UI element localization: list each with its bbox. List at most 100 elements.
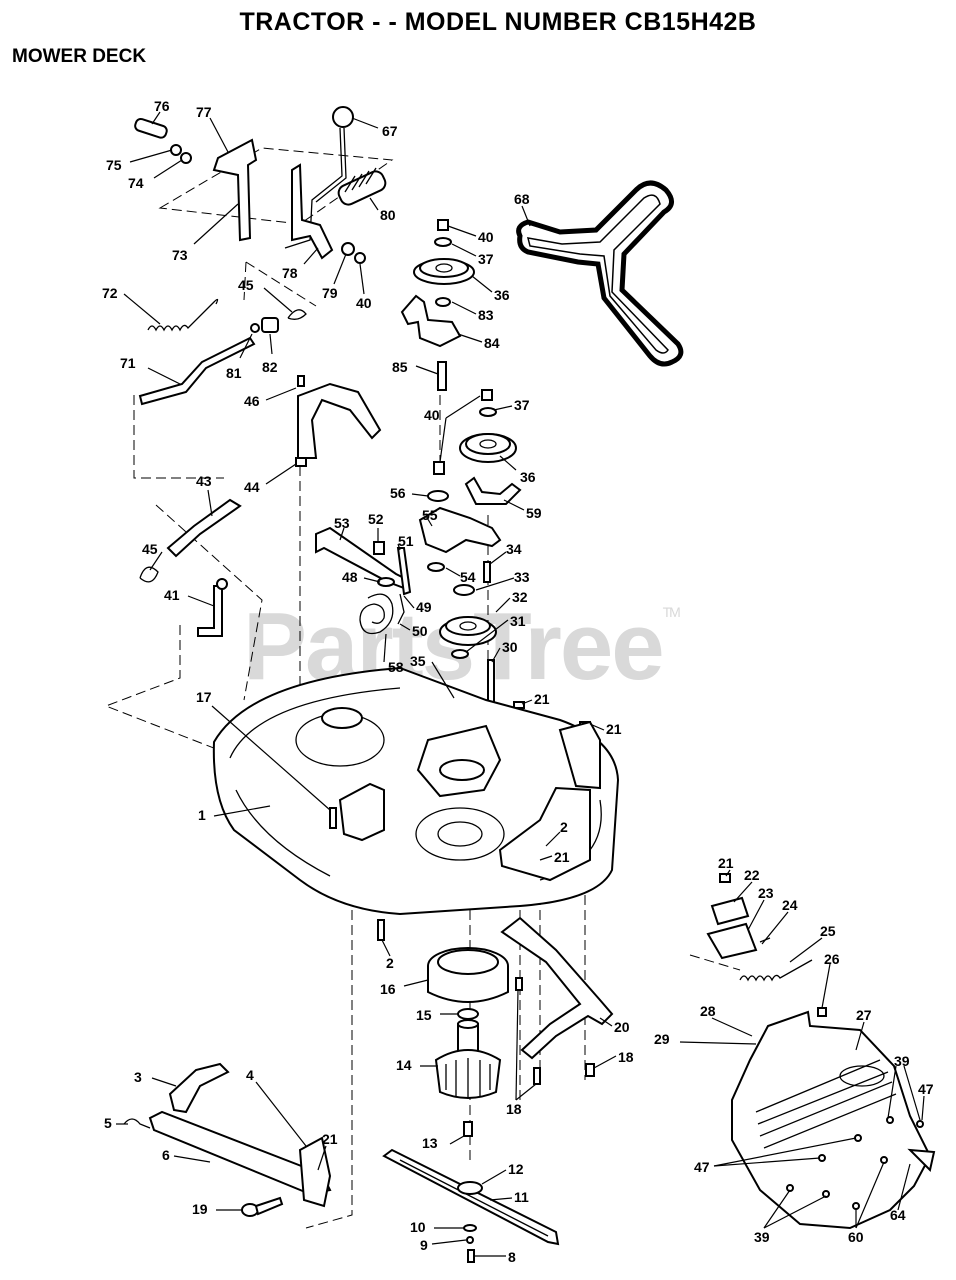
callout: 5	[104, 1115, 112, 1131]
key-13	[463, 1121, 473, 1137]
guide-line	[243, 261, 317, 307]
bolt-52	[373, 541, 385, 555]
bolt-18c	[533, 1067, 541, 1085]
bolt-8	[467, 1249, 475, 1263]
bolt-18a	[515, 977, 523, 991]
callout: 36	[494, 287, 510, 303]
callout: 76	[154, 98, 170, 114]
callout: 21	[534, 691, 550, 707]
link-82	[261, 317, 279, 333]
bolt-85	[437, 361, 447, 391]
callout: 67	[382, 123, 398, 139]
callout: 25	[820, 923, 836, 939]
washer-31	[451, 649, 469, 659]
callout-labels: 76 77 75 74 73 67 80 78 79 40 68 40 37 3…	[102, 98, 934, 1265]
callout: 37	[514, 397, 530, 413]
bearing-15	[457, 1008, 479, 1020]
grip-80	[337, 167, 387, 206]
callout: 39	[754, 1229, 770, 1245]
callout: 53	[334, 515, 350, 531]
callout: 29	[654, 1031, 670, 1047]
nut-21c	[719, 873, 731, 883]
adapter-12	[457, 1181, 483, 1195]
callout: 54	[460, 569, 476, 585]
callout: 27	[856, 1007, 872, 1023]
bracket-53	[315, 526, 410, 590]
callout: 68	[514, 191, 530, 207]
callout: 1	[198, 807, 206, 823]
callout: 60	[848, 1229, 864, 1245]
guide-line	[104, 625, 225, 753]
callout: 47	[918, 1081, 934, 1097]
callout: 84	[484, 335, 500, 351]
callout: 16	[380, 981, 396, 997]
bolt-34	[483, 561, 491, 583]
washer-79	[341, 242, 355, 256]
callout: 21	[322, 1131, 338, 1147]
bracket-23	[706, 922, 758, 960]
callout: 20	[614, 1019, 630, 1035]
washer-9	[466, 1236, 474, 1244]
bolt-44	[295, 457, 307, 467]
callout: 6	[162, 1147, 170, 1163]
callout: 80	[380, 207, 396, 223]
lift-handle-67	[284, 106, 354, 260]
lift-arm-20	[500, 916, 614, 1060]
callout: 47	[694, 1159, 710, 1175]
callout: 45	[142, 541, 158, 557]
clip-45	[287, 309, 307, 320]
callout: 36	[520, 469, 536, 485]
callout: 21	[606, 721, 622, 737]
callout: 75	[106, 157, 122, 173]
bolt-46	[297, 375, 305, 387]
guide-line	[133, 395, 224, 479]
spring-49	[397, 593, 405, 625]
bolt-19	[241, 1196, 284, 1217]
callout: 40	[478, 229, 494, 245]
rod-29	[679, 1041, 757, 1045]
bolt-2	[377, 919, 385, 941]
callout: 83	[478, 307, 494, 323]
lift-pin-76	[134, 117, 192, 164]
callout: 13	[422, 1135, 438, 1151]
drive-belt-68-inner	[526, 194, 669, 354]
callout: 15	[416, 1007, 432, 1023]
callout: 46	[244, 393, 260, 409]
callout: 78	[282, 265, 298, 281]
callout: 49	[416, 599, 432, 615]
washer-10	[463, 1224, 477, 1232]
callout: 11	[514, 1189, 529, 1205]
spring-72	[147, 298, 219, 332]
callout: 23	[758, 885, 774, 901]
callout: 73	[172, 247, 188, 263]
callout: 82	[262, 359, 278, 375]
bushing-81	[250, 323, 260, 333]
bracket-6	[148, 1110, 332, 1196]
callout: 72	[102, 285, 118, 301]
bolt-30	[487, 659, 495, 705]
callout: 77	[196, 104, 212, 120]
callout: 35	[410, 653, 426, 669]
callout: 30	[502, 639, 518, 655]
callout: 43	[196, 473, 212, 489]
idler-pulley-36a	[413, 219, 475, 307]
hanger-3	[168, 1062, 230, 1114]
bolt-18b	[585, 1063, 595, 1077]
callout: 37	[478, 251, 494, 267]
callout: 12	[508, 1161, 524, 1177]
callout: 50	[412, 623, 428, 639]
spindle-14	[434, 1019, 502, 1099]
callout: 40	[424, 407, 440, 423]
washer-54	[427, 562, 445, 572]
idler-bracket-84	[400, 294, 462, 348]
nut-26	[817, 1007, 827, 1017]
callout: 34	[506, 541, 522, 557]
callout: 4	[246, 1067, 254, 1083]
callout: 59	[526, 505, 542, 521]
callout: 44	[244, 479, 260, 495]
spring-58	[359, 593, 394, 635]
spring-25	[739, 959, 813, 982]
callout: 41	[164, 587, 180, 603]
callout: 14	[396, 1057, 412, 1073]
